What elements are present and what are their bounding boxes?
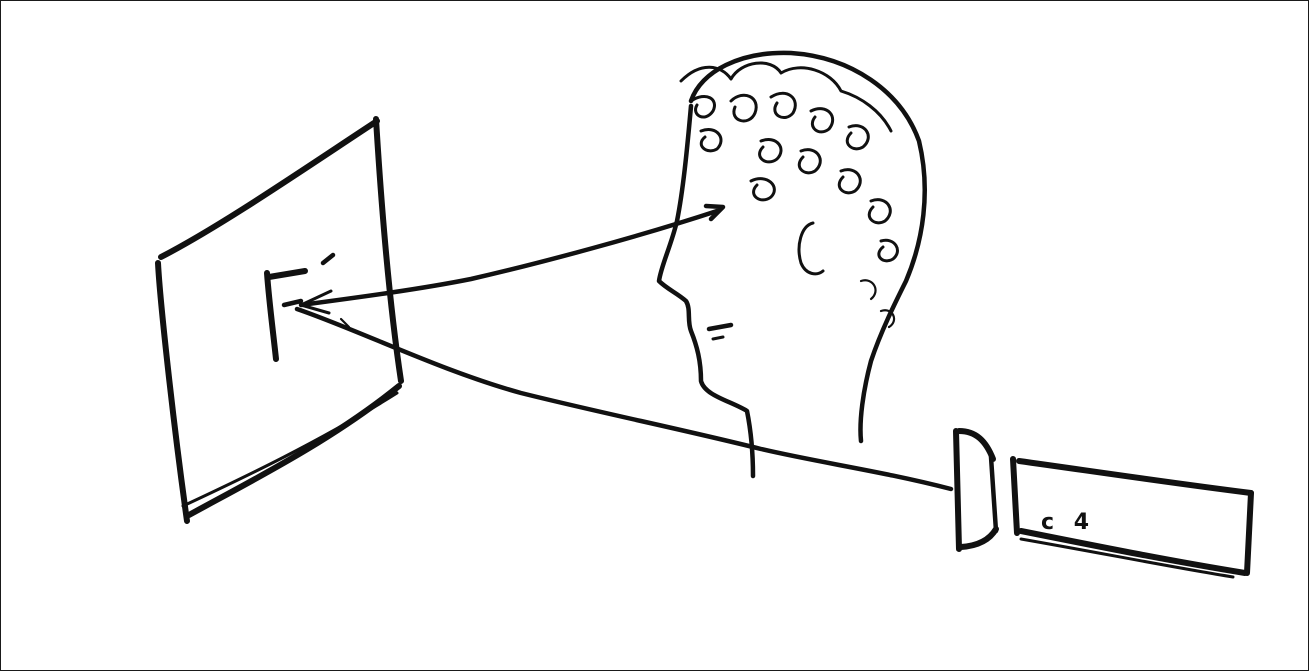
screen-panel (158, 119, 401, 521)
flashlight (956, 431, 1251, 577)
sight-line (301, 206, 723, 313)
flashlight-label: c 4 (1041, 510, 1095, 535)
person-head (659, 53, 925, 476)
